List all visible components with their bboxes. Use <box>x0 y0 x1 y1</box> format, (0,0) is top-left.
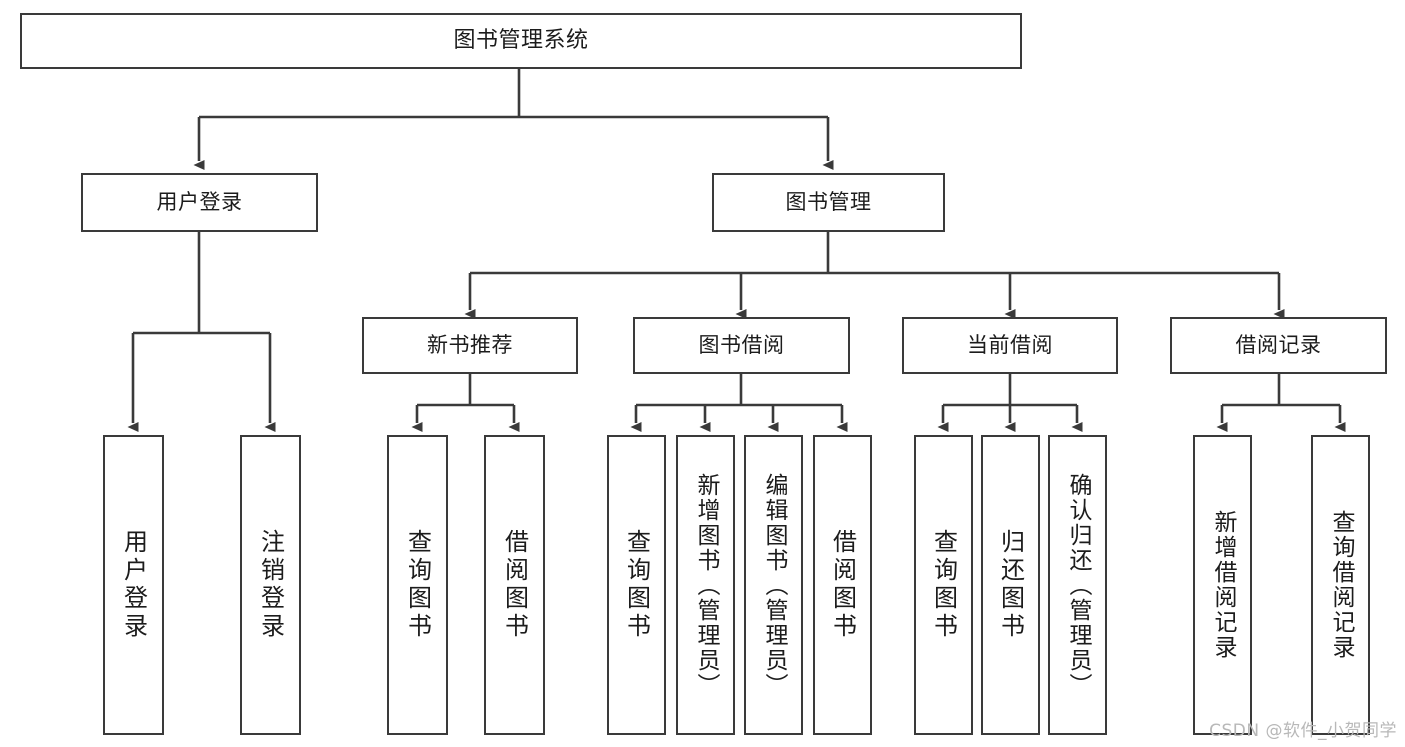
node-leaf-confirm-return-admin-label: 确认归还（管理员） <box>1065 472 1091 698</box>
node-leaf-query-book-3-label: 查询图书 <box>929 529 958 641</box>
node-leaf-return-book[interactable]: 归还图书 <box>981 435 1040 735</box>
node-borrow-record-label: 借阅记录 <box>1235 333 1322 358</box>
node-user-login-label: 用户登录 <box>156 190 243 215</box>
node-leaf-user-login[interactable]: 用户登录 <box>103 435 164 735</box>
node-leaf-query-borrow-record[interactable]: 查询借阅记录 <box>1311 435 1370 735</box>
node-leaf-logout-login-label: 注销登录 <box>256 529 285 641</box>
node-leaf-user-login-label: 用户登录 <box>119 529 148 641</box>
node-leaf-add-book-admin-label: 新增图书（管理员） <box>693 472 719 698</box>
node-current-borrow-label: 当前借阅 <box>967 333 1053 358</box>
node-leaf-query-borrow-record-label: 查询借阅记录 <box>1328 510 1354 660</box>
node-leaf-borrow-book-1-label: 借阅图书 <box>500 529 529 641</box>
node-book-manage-label: 图书管理 <box>785 190 872 215</box>
node-current-borrow[interactable]: 当前借阅 <box>902 317 1118 374</box>
node-leaf-edit-book-admin[interactable]: 编辑图书（管理员） <box>744 435 803 735</box>
node-book-borrow-label: 图书借阅 <box>698 333 785 358</box>
node-leaf-borrow-book-1[interactable]: 借阅图书 <box>484 435 545 735</box>
node-leaf-add-book-admin[interactable]: 新增图书（管理员） <box>676 435 735 735</box>
node-leaf-query-book-1-label: 查询图书 <box>403 529 432 641</box>
node-leaf-query-book-2[interactable]: 查询图书 <box>607 435 666 735</box>
node-new-book-rec-label: 新书推荐 <box>427 333 513 358</box>
node-new-book-rec[interactable]: 新书推荐 <box>362 317 578 374</box>
node-book-borrow[interactable]: 图书借阅 <box>633 317 850 374</box>
node-leaf-logout-login[interactable]: 注销登录 <box>240 435 301 735</box>
node-leaf-borrow-book-2[interactable]: 借阅图书 <box>813 435 872 735</box>
csdn-watermark: CSDN @软件_小贺同学 <box>1209 721 1397 741</box>
node-leaf-query-book-1[interactable]: 查询图书 <box>387 435 448 735</box>
node-root-label: 图书管理系统 <box>453 28 589 54</box>
node-leaf-borrow-book-2-label: 借阅图书 <box>828 529 857 641</box>
node-user-login[interactable]: 用户登录 <box>81 173 318 232</box>
node-leaf-query-book-2-label: 查询图书 <box>622 529 651 641</box>
node-book-manage[interactable]: 图书管理 <box>712 173 945 232</box>
node-leaf-edit-book-admin-label: 编辑图书（管理员） <box>761 472 787 698</box>
node-root[interactable]: 图书管理系统 <box>20 13 1022 69</box>
node-leaf-query-book-3[interactable]: 查询图书 <box>914 435 973 735</box>
node-leaf-confirm-return-admin[interactable]: 确认归还（管理员） <box>1048 435 1107 735</box>
node-borrow-record[interactable]: 借阅记录 <box>1170 317 1387 374</box>
node-leaf-add-borrow-record-label: 新增借阅记录 <box>1210 510 1236 660</box>
node-leaf-return-book-label: 归还图书 <box>996 529 1025 641</box>
node-leaf-add-borrow-record[interactable]: 新增借阅记录 <box>1193 435 1252 735</box>
